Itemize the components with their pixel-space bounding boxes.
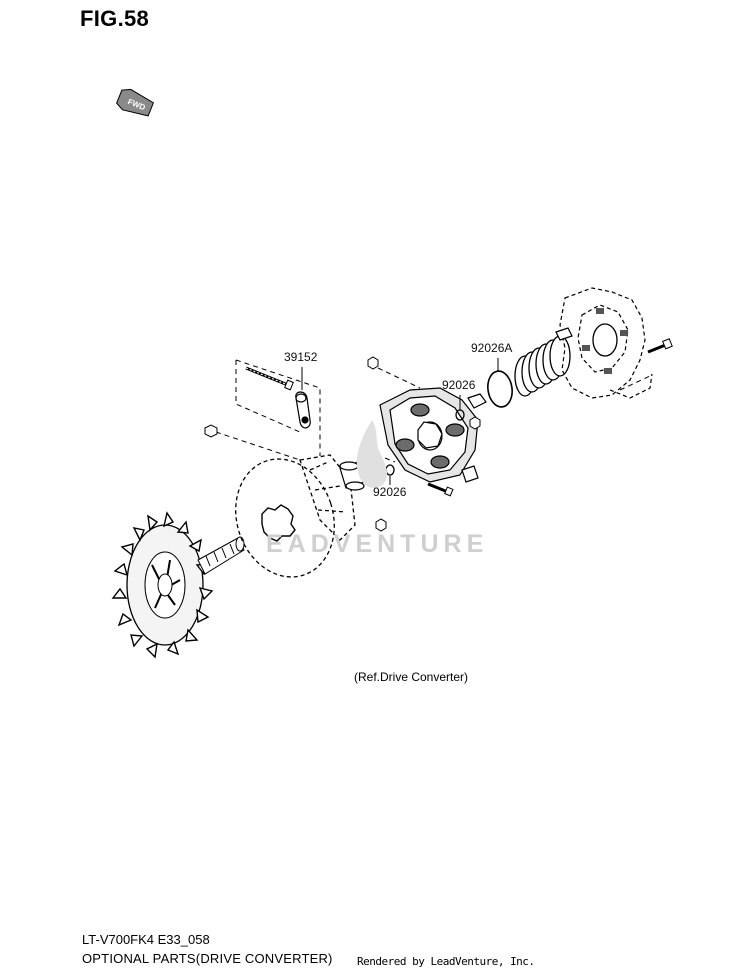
callout-92026-lower: 92026	[373, 476, 407, 499]
bolt-far-right	[647, 338, 673, 354]
movable-drive-face	[235, 454, 356, 578]
fan-pulley	[111, 511, 245, 659]
fwd-arrow-icon: FWD	[116, 88, 155, 117]
weight-arm-39152	[295, 391, 311, 429]
rendered-by-credit: Rendered by LeadVenture, Inc.	[357, 955, 535, 968]
bolt	[245, 366, 294, 391]
part-label-92026A: 92026A	[471, 341, 512, 355]
footer-section-title: OPTIONAL PARTS(DRIVE CONVERTER)	[82, 951, 333, 966]
nut-near-92026	[367, 356, 481, 430]
callout-92026-upper: 92026	[442, 378, 476, 410]
spider-cam-plate	[379, 387, 487, 483]
hub-nut	[375, 518, 387, 532]
o-ring-92026-lower	[385, 464, 395, 476]
part-label-92026-lower: 92026	[373, 485, 407, 499]
part-label-39152: 39152	[284, 350, 318, 364]
footer-model-code: LT-V700FK4 E33_058	[82, 932, 210, 947]
callout-92026A: 92026A	[471, 341, 512, 371]
nut-top-left	[204, 424, 218, 438]
watermark-flame-icon	[356, 420, 388, 489]
bolt-spider	[427, 482, 454, 497]
part-label-92026-upper: 92026	[442, 378, 476, 392]
reference-note: (Ref.Drive Converter)	[354, 670, 469, 684]
cover-plate	[555, 287, 653, 399]
spring	[514, 335, 571, 397]
callout-39152: 39152	[284, 350, 318, 390]
figure-title: FIG.58	[80, 6, 150, 31]
o-ring-92026A	[487, 370, 513, 408]
watermark-text: EADVENTURE	[266, 530, 489, 558]
